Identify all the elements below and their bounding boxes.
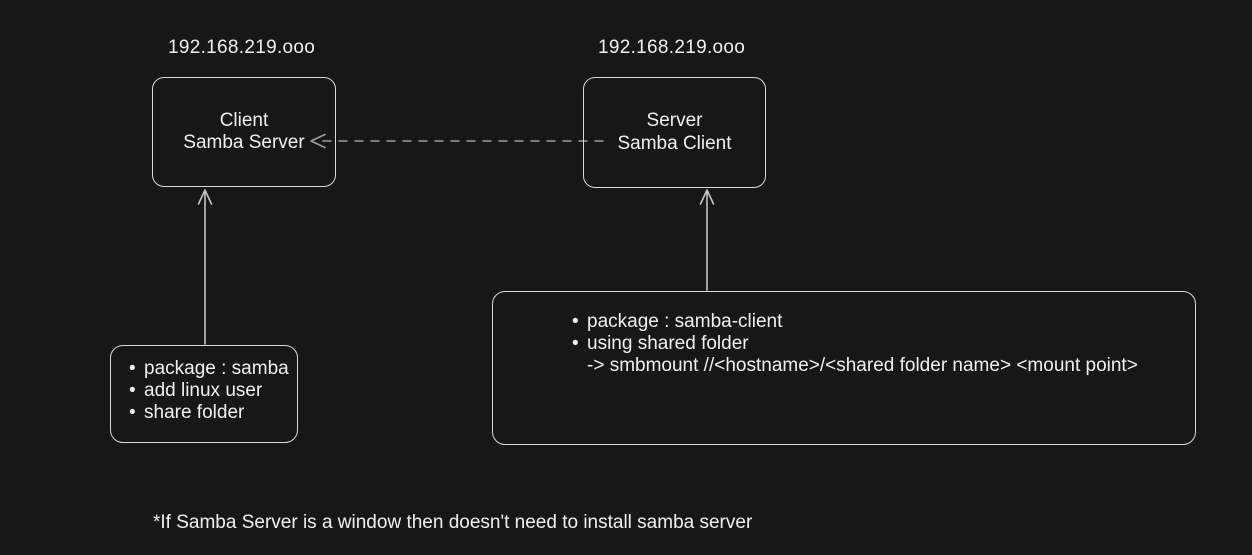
client-ip-label: 192.168.219.ooo (168, 37, 316, 58)
note-item: • package : samba (129, 358, 297, 380)
server-ip-label: 192.168.219.ooo (598, 37, 746, 58)
note-item: • share folder (129, 402, 297, 424)
server-box-line-2: Samba Client (617, 132, 732, 154)
note-item-text: add linux user (144, 380, 263, 401)
server-box-line-1: Server (646, 110, 703, 131)
note-item-text: share folder (144, 402, 245, 423)
note-item: • package : samba-client (572, 311, 1195, 333)
dashed-arrow-server-to-client (310, 133, 604, 149)
note-item: • add linux user (129, 380, 297, 402)
bullet-icon: • (572, 333, 579, 354)
client-box: Client Samba Server (152, 77, 336, 187)
note-item-text: package : samba-client (587, 311, 783, 332)
bullet-icon: • (129, 380, 136, 401)
client-box-line-2: Samba Server (183, 132, 305, 153)
bullet-icon: • (129, 358, 136, 379)
client-notes-box: • package : samba • add linux user • sha… (110, 345, 298, 443)
note-item-text: using shared folder (587, 333, 749, 354)
bullet-icon: • (129, 402, 136, 423)
note-item-continuation: -> smbmount //<hostname>/<shared folder … (572, 355, 1195, 377)
client-box-line-1: Client (219, 109, 269, 131)
server-notes-box: • package : samba-client • using shared … (492, 291, 1196, 445)
note-item-text: package : samba (144, 358, 289, 379)
bullet-icon: • (572, 311, 579, 332)
arrow-server-notes-to-server (699, 189, 715, 291)
server-box: Server Samba Client (583, 77, 766, 188)
note-item: • using shared folder (572, 333, 1195, 355)
footnote: *If Samba Server is a window then doesn'… (153, 512, 753, 533)
arrow-client-notes-to-client (197, 189, 213, 345)
note-item-text: -> smbmount //<hostname>/<shared folder … (587, 355, 1138, 376)
